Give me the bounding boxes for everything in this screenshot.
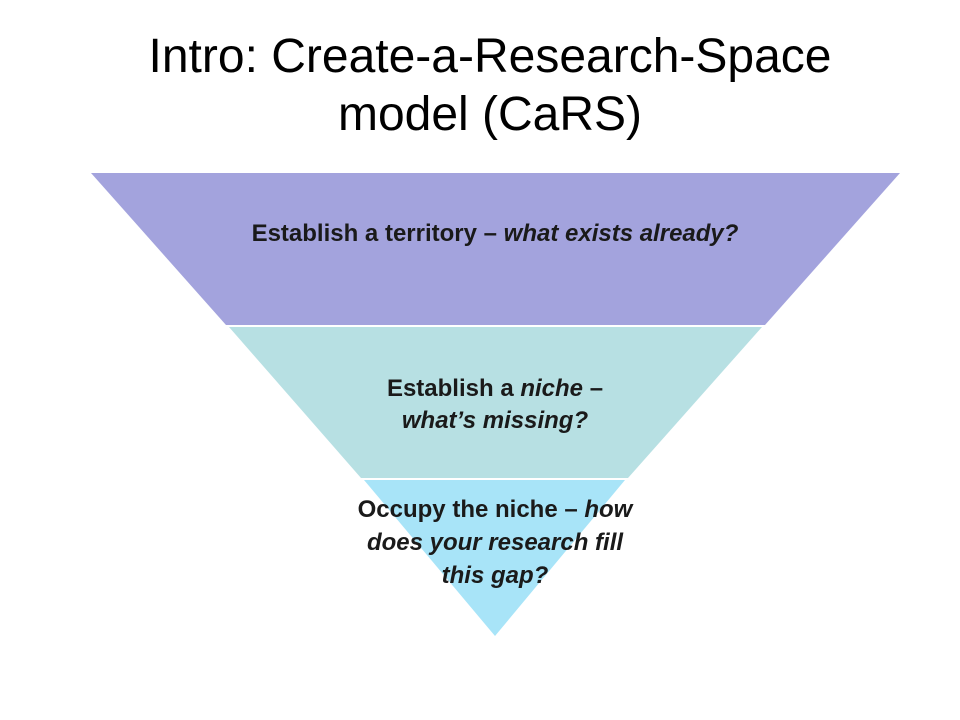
tier-3-emphasis: how does your research fill this gap? bbox=[366, 496, 633, 589]
tier-label-niche: Establish a niche – what’s missing? bbox=[330, 373, 660, 437]
funnel-tier-niche bbox=[229, 327, 762, 478]
tier-2-lead-a: Establish a bbox=[386, 375, 521, 402]
tier-2-emphasis-b: what’s missing? bbox=[401, 407, 589, 434]
funnel-tier-occupy bbox=[364, 480, 625, 636]
tier-3-lead: Occupy the niche – bbox=[357, 496, 585, 523]
slide-title-line-2: model (CaRS) bbox=[337, 88, 643, 141]
slide-title: Intro: Create-a-Research-Space model (Ca… bbox=[40, 28, 940, 144]
tier-1-lead: Establish a territory – bbox=[251, 220, 504, 247]
tier-label-occupy: Occupy the niche – how does your researc… bbox=[355, 493, 635, 592]
tier-2-lead-b: – bbox=[583, 375, 604, 402]
slide-title-line-1: Intro: Create-a-Research-Space bbox=[148, 30, 832, 83]
tier-label-territory: Establish a territory – what exists alre… bbox=[240, 218, 750, 250]
tier-2-emphasis-a: niche bbox=[520, 375, 584, 402]
funnel-tier-territory bbox=[91, 173, 900, 325]
tier-1-emphasis: what exists already? bbox=[503, 220, 739, 247]
